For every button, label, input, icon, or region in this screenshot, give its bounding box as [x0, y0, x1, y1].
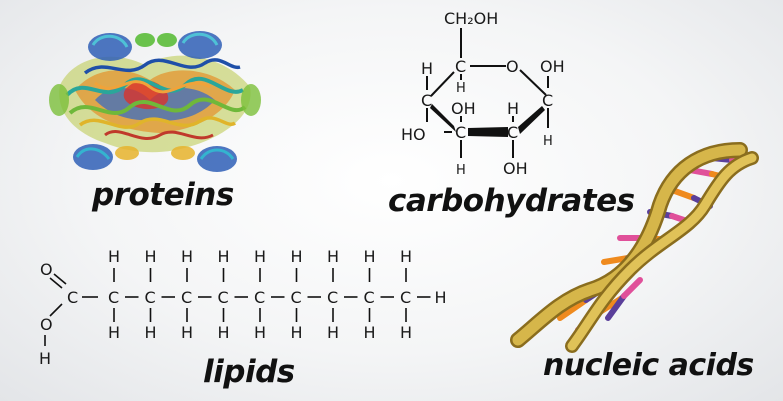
c1-hydroxyl: OH — [540, 57, 565, 76]
c3-hydrogen: H — [456, 163, 466, 178]
chain-hydrogen-top: H — [291, 247, 303, 266]
terminal-hydrogen: H — [435, 288, 447, 307]
chain-carbon: C — [327, 288, 338, 307]
hydroxyl-oxygen: O — [40, 315, 53, 334]
chain-carbon: C — [364, 288, 375, 307]
chain-hydrogen-bottom: H — [108, 323, 120, 342]
chain-carbon: C — [108, 288, 119, 307]
c3-hydroxyl: OH — [451, 99, 476, 118]
chain-hydrogen-top: H — [400, 247, 412, 266]
chain-hydrogen-top: H — [145, 247, 157, 266]
chain-carbon: C — [145, 288, 156, 307]
chain-hydrogen-bottom: H — [291, 323, 303, 342]
chain-hydrogen-bottom: H — [254, 323, 266, 342]
c1-carbon: C — [542, 91, 553, 110]
nucleic-acids-label: nucleic acids — [543, 348, 754, 383]
glucose-structure: CH₂OH C H O OH C H H C HO OH C H H C OH — [401, 9, 565, 178]
chain-hydrogen-top: H — [254, 247, 266, 266]
lipids-label: lipids — [203, 354, 295, 390]
c1-hydrogen: H — [543, 134, 553, 149]
carbonyl-oxygen: O — [40, 260, 53, 279]
chain-carbon: C — [218, 288, 229, 307]
chain-hydrogen-top: H — [364, 247, 376, 266]
dna-double-helix-image — [510, 142, 759, 353]
chain-hydrogen-top: H — [108, 247, 120, 266]
chain-hydrogen-bottom: H — [181, 323, 193, 342]
c4-hydrogen: H — [421, 59, 433, 78]
chain-hydrogen-bottom: H — [327, 323, 339, 342]
c3-carbon: C — [455, 123, 466, 142]
ring-oxygen: O — [506, 57, 519, 76]
proteins-label: proteins — [92, 177, 234, 213]
chain-carbon: C — [181, 288, 192, 307]
c5-hydrogen: H — [456, 81, 466, 96]
chain-hydrogen-top: H — [218, 247, 230, 266]
chain-hydrogen-top: H — [181, 247, 193, 266]
chain-carbon: C — [254, 288, 265, 307]
c2-hydrogen: H — [507, 99, 519, 118]
protein-structure-image — [49, 31, 261, 172]
chain-hydrogen-bottom: H — [145, 323, 157, 342]
carbohydrates-label: carbohydrates — [388, 183, 635, 219]
c2-hydroxyl: OH — [503, 159, 528, 178]
chain-hydrogen-top: H — [327, 247, 339, 266]
chain-carbon: C — [291, 288, 302, 307]
ch2oh-label: CH₂OH — [444, 9, 498, 28]
c4-hydroxyl: HO — [401, 125, 426, 144]
c4-carbon: C — [421, 91, 432, 110]
chain-hydrogen-bottom: H — [218, 323, 230, 342]
hydroxyl-hydrogen: H — [39, 349, 51, 368]
chain-hydrogen-bottom: H — [364, 323, 376, 342]
carboxyl-carbon: C — [67, 288, 78, 307]
c5-carbon: C — [455, 57, 466, 76]
c2-carbon: C — [507, 123, 518, 142]
chain-hydrogen-bottom: H — [400, 323, 412, 342]
chain-carbon: C — [400, 288, 411, 307]
